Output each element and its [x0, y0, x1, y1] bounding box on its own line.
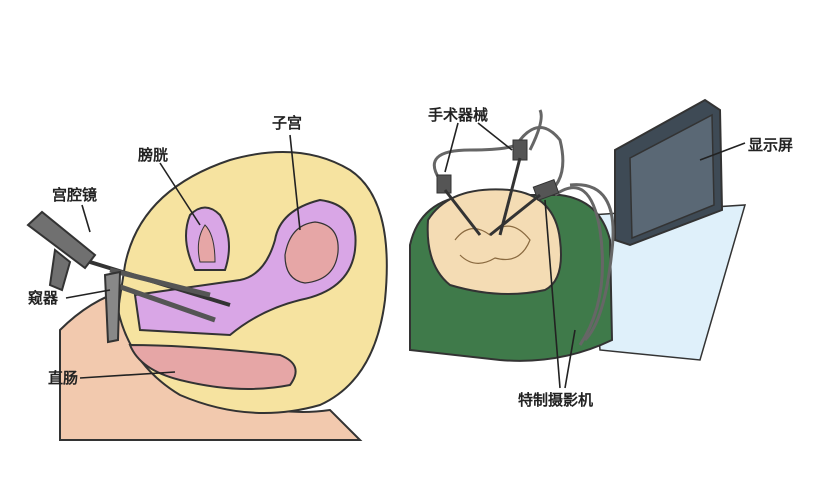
- label-rectum: 直肠: [48, 369, 78, 387]
- label-special-camera: 特制摄影机: [518, 391, 593, 409]
- rectum-shape: [128, 343, 297, 390]
- surgical-instruments: [436, 139, 560, 237]
- label-uterus: 子宫: [272, 114, 302, 132]
- label-surgical-instruments: 手术器械: [428, 106, 488, 124]
- hysteroscopy-illustration: 宫腔镜 膀胱 子宫 窥器 直肠: [26, 114, 388, 441]
- intestine-lines: [454, 225, 531, 264]
- bladder-inner: [197, 224, 216, 263]
- label-bladder: 膀胱: [138, 146, 168, 164]
- label-speculum: 窥器: [28, 289, 59, 307]
- monitor: [614, 98, 724, 247]
- label-hysteroscope: 宫腔镜: [52, 186, 97, 204]
- uterus-cavity: [284, 221, 339, 284]
- laparoscopy-illustration: 手术器械 显示屏 特制摄影机: [409, 98, 793, 409]
- abdomen: [426, 188, 562, 295]
- label-monitor: 显示屏: [748, 136, 793, 154]
